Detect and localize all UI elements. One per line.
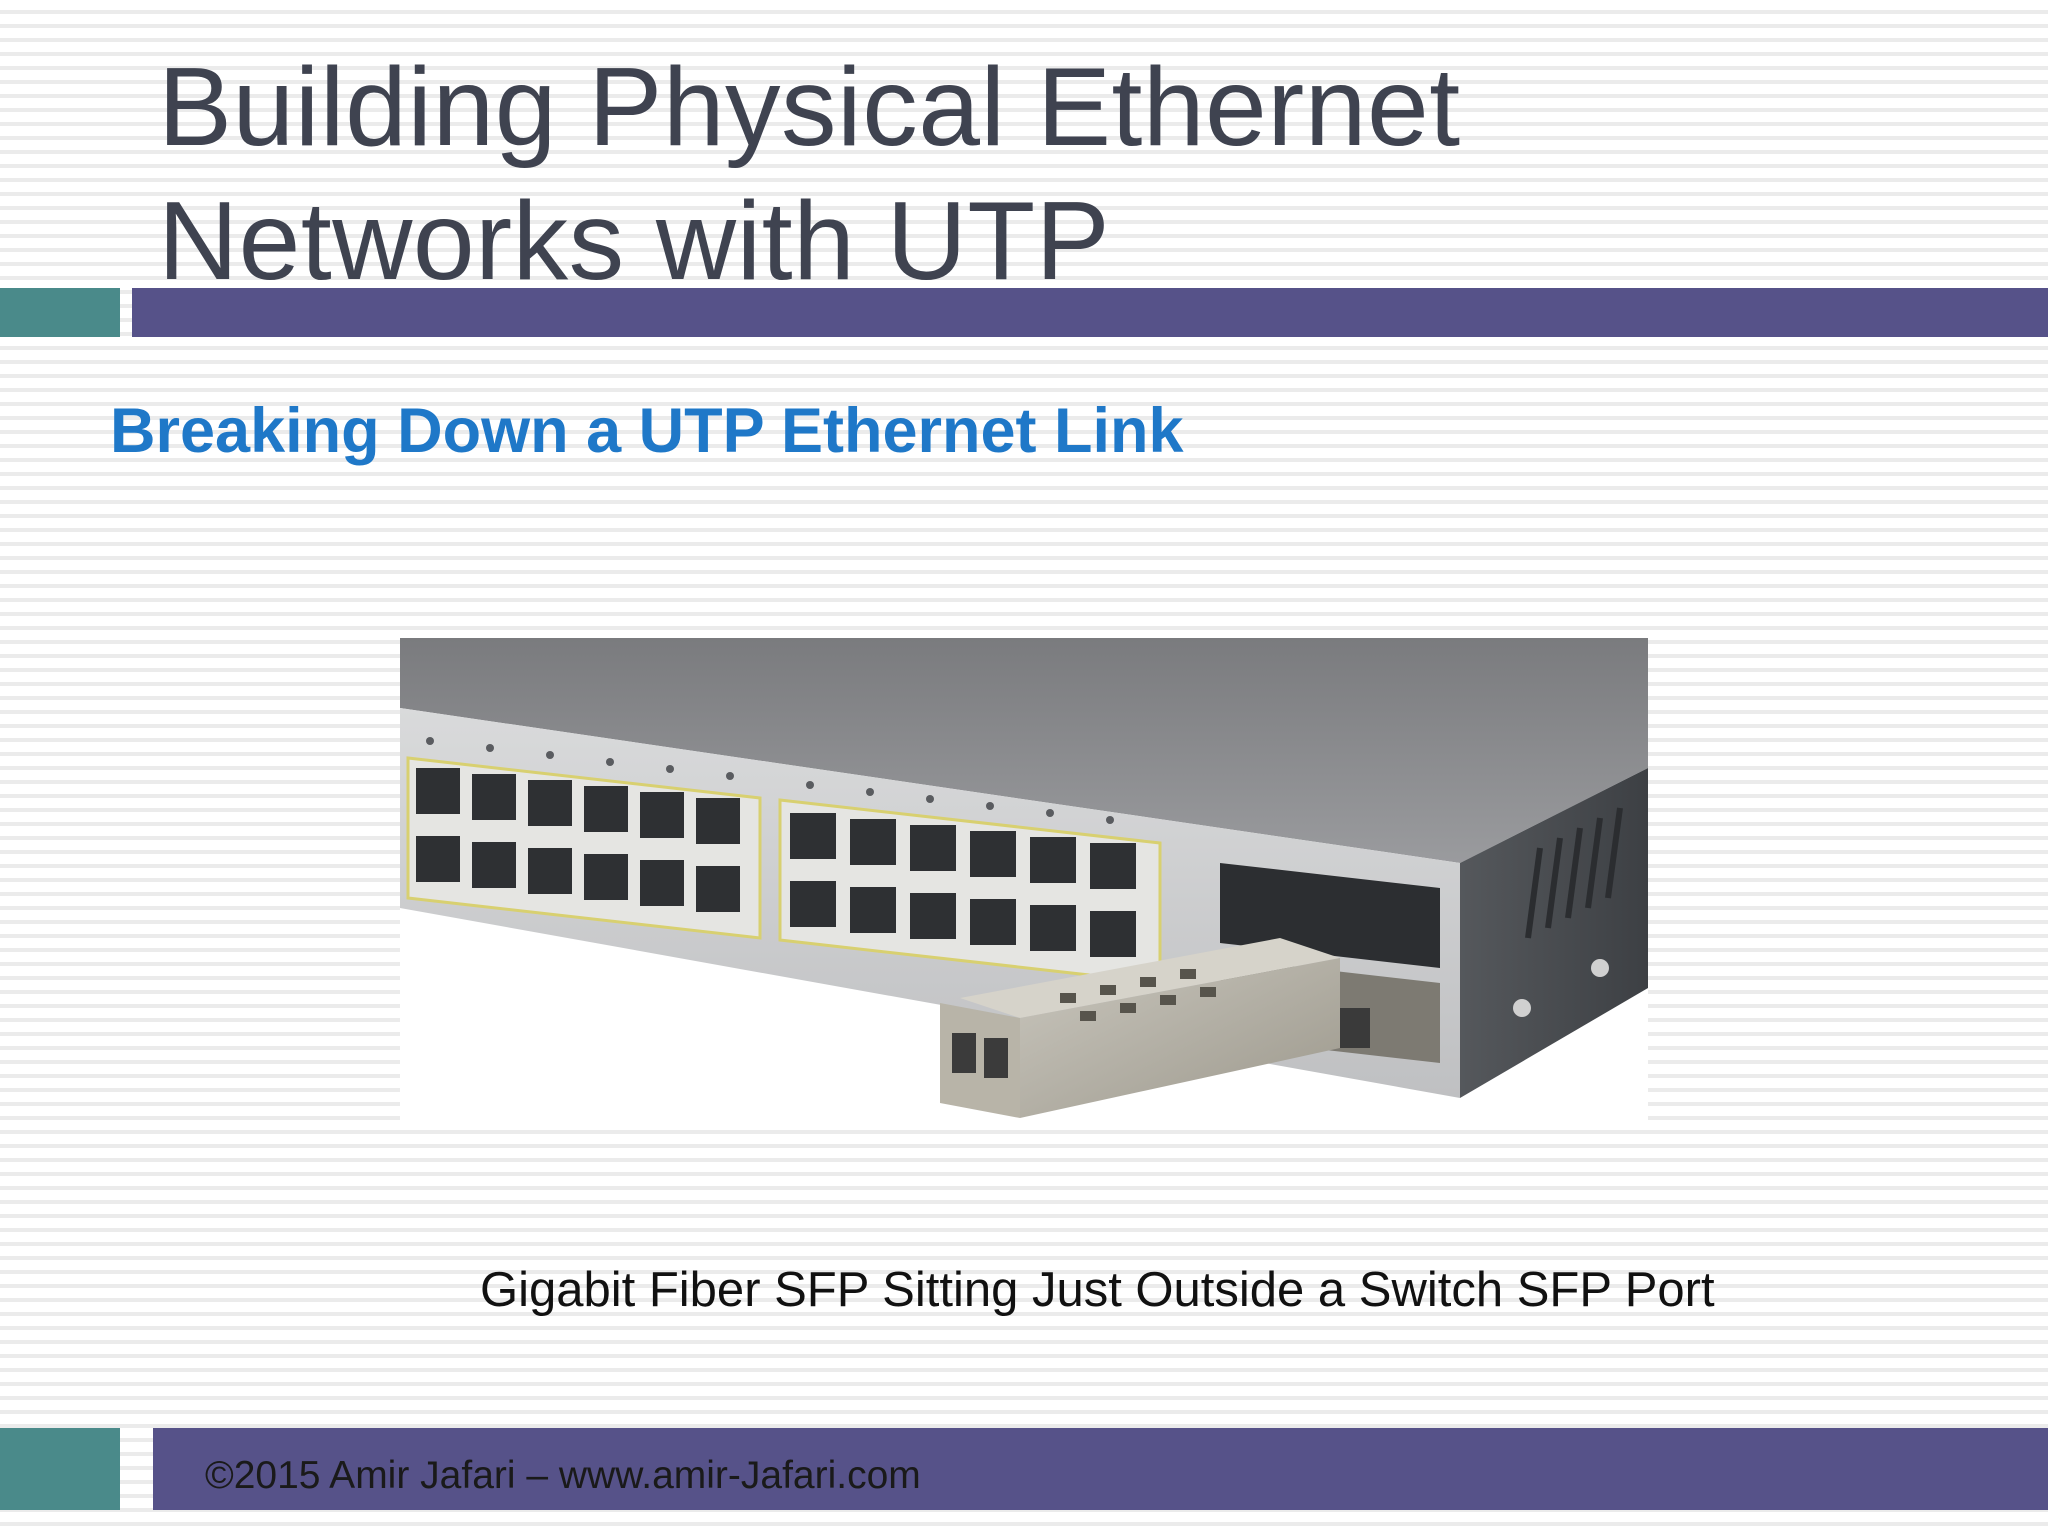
- slide-title-line-2: Networks with UTP: [158, 179, 1111, 303]
- sfp-fiber-port-1: [952, 1033, 976, 1073]
- sfp-module-face: [940, 1003, 1020, 1118]
- footer-bar: [153, 1428, 2048, 1510]
- sfp-vent-holes: [1060, 969, 1216, 1021]
- status-led-row: [426, 737, 1114, 824]
- image-caption: Gigabit Fiber SFP Sitting Just Outside a…: [480, 1263, 1715, 1317]
- title-accent-bar: [0, 288, 120, 337]
- footer-copyright: ©2015 Amir Jafari – www.amir-Jafari.com: [205, 1454, 921, 1497]
- sfp-module-body: [1020, 958, 1340, 1118]
- slide-title: Building Physical Ethernet Networks with…: [158, 40, 1858, 308]
- switch-sfp-illustration: [400, 638, 1648, 1118]
- rj45-ports-group-2: [790, 813, 1136, 957]
- footer-accent-bar: [0, 1428, 120, 1510]
- title-divider-bar: [132, 288, 2048, 337]
- slide-title-line-1: Building Physical Ethernet: [158, 45, 1461, 169]
- rj45-ports-group-1: [416, 768, 740, 912]
- sfp-fiber-port-2: [984, 1038, 1008, 1078]
- side-vents: [1525, 807, 1623, 939]
- switch-side-panel: [1460, 768, 1648, 1098]
- side-screw-icon: [1513, 999, 1531, 1017]
- switch-top-surface: [400, 638, 1648, 863]
- switch-sfp-photo: [400, 638, 1648, 1128]
- slide-subtitle: Breaking Down a UTP Ethernet Link: [110, 396, 1184, 466]
- side-screw-icon: [1591, 959, 1609, 977]
